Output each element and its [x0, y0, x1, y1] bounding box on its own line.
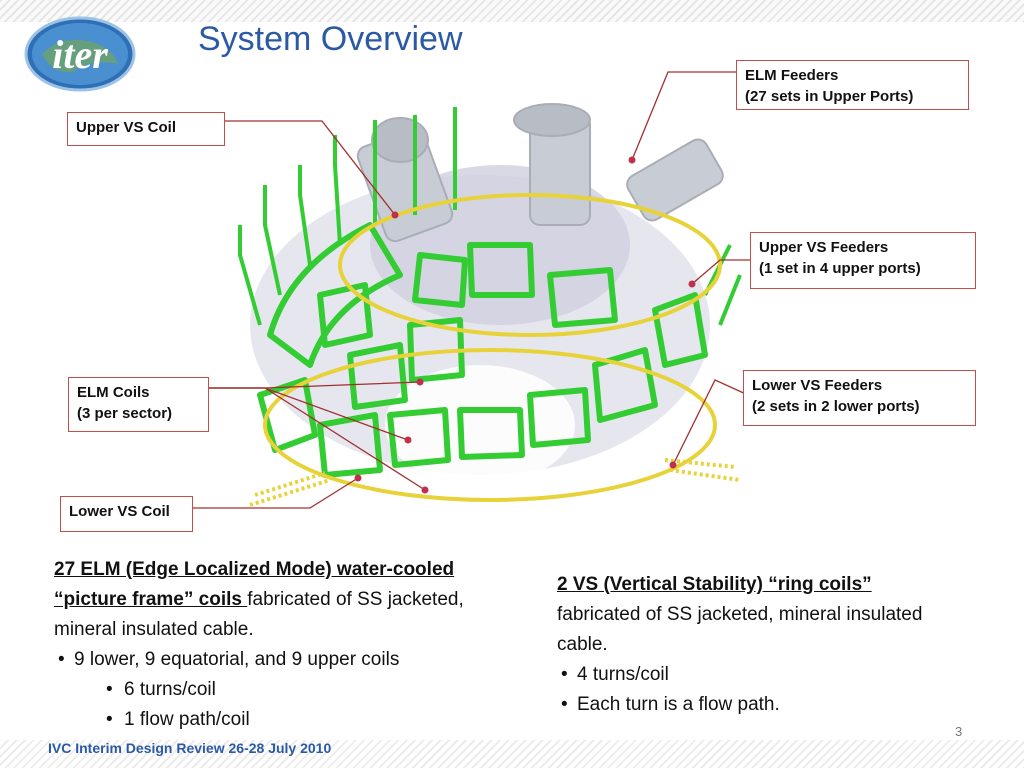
elm-sub-bullet: 6 turns/coil: [54, 675, 504, 705]
logo-text: iter: [52, 32, 108, 77]
callout-lower-vs-feeders: Lower VS Feeders (2 sets in 2 lower port…: [743, 370, 976, 426]
vs-bullet: Each turn is a flow path.: [557, 690, 967, 720]
page-title: System Overview: [198, 20, 463, 58]
elm-body: fabricated of SS jacketed, mineral insul…: [54, 589, 464, 640]
top-hatch-band: [0, 0, 1024, 22]
callout-lower-vs-feeders-line1: Lower VS Feeders: [752, 377, 883, 394]
callout-lower-vs-coil-line1: Lower VS Coil: [69, 503, 170, 520]
elm-bullet-list: 9 lower, 9 equatorial, and 9 upper coils…: [54, 645, 504, 735]
coil-system-figure: [238, 103, 742, 507]
callout-lower-vs-coil: Lower VS Coil: [60, 496, 193, 532]
vs-description: 2 VS (Vertical Stability) “ring coils” f…: [557, 570, 967, 720]
vs-heading: 2 VS (Vertical Stability) “ring coils”: [557, 574, 872, 595]
callout-elm-feeders: ELM Feeders (27 sets in Upper Ports): [736, 60, 969, 110]
callout-upper-vs-coil-line1: Upper VS Coil: [76, 119, 177, 136]
callout-lower-vs-feeders-line2: (2 sets in 2 lower ports): [752, 398, 920, 415]
iter-logo: iter: [24, 16, 136, 92]
callout-upper-vs-feeders-line2: (1 set in 4 upper ports): [759, 260, 921, 277]
callout-upper-vs-coil: Upper VS Coil: [67, 112, 225, 146]
elm-sub-bullet: 1 flow path/coil: [54, 705, 504, 735]
callout-elm-coils-line1: ELM Coils: [77, 384, 150, 401]
elm-heading: 27 ELM (Edge Localized Mode) water-coole…: [54, 559, 455, 610]
callout-elm-coils: ELM Coils (3 per sector): [68, 377, 209, 432]
callout-elm-feeders-line1: ELM Feeders: [745, 67, 839, 84]
footer-text: IVC Interim Design Review 26-28 July 201…: [48, 740, 332, 756]
elm-description-paragraph: 27 ELM (Edge Localized Mode) water-coole…: [54, 555, 504, 645]
page-number: 3: [955, 724, 963, 739]
vs-bullet: 4 turns/coil: [557, 660, 967, 690]
vs-body: fabricated of SS jacketed, mineral insul…: [557, 604, 923, 655]
callout-upper-vs-feeders: Upper VS Feeders (1 set in 4 upper ports…: [750, 232, 976, 289]
vs-bullet-list: 4 turns/coil Each turn is a flow path.: [557, 660, 967, 720]
upper-ports: [356, 103, 724, 243]
callout-elm-coils-line2: (3 per sector): [77, 405, 173, 422]
elm-description: 27 ELM (Edge Localized Mode) water-coole…: [54, 555, 504, 735]
callout-upper-vs-feeders-line1: Upper VS Feeders: [759, 239, 889, 256]
elm-bullet: 9 lower, 9 equatorial, and 9 upper coils: [54, 645, 504, 675]
callout-elm-feeders-line2: (27 sets in Upper Ports): [745, 88, 914, 105]
